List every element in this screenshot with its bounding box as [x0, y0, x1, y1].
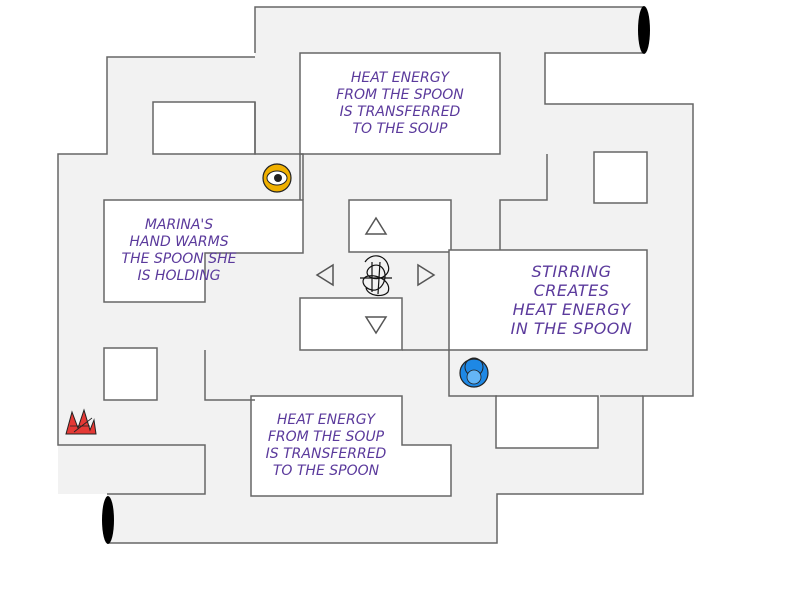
- right-arrow-icon[interactable]: [417, 263, 436, 287]
- tunnel-bottom-left: [102, 496, 114, 544]
- up-arrow-icon[interactable]: [364, 216, 388, 235]
- answer-right[interactable]: STIRRING CREATES HEAT ENERGY IN THE SPOO…: [510, 261, 633, 339]
- tunnel-top-right: [638, 6, 650, 54]
- maze-walls: [57, 6, 694, 544]
- eye-ghost-icon: [262, 163, 292, 193]
- answer-bottom[interactable]: HEAT ENERGY FROM THE SOUP IS TRANSFERRED…: [265, 412, 387, 479]
- red-spiky-ghost-icon: [65, 408, 97, 435]
- left-arrow-icon[interactable]: [315, 263, 334, 287]
- answer-left[interactable]: MARINA'S HAND WARMS THE SPOON SHE IS HOL…: [121, 217, 237, 284]
- blue-ghost-icon: [459, 357, 489, 388]
- scribble-player-icon: [360, 255, 392, 297]
- answer-top[interactable]: HEAT ENERGY FROM THE SPOON IS TRANSFERRE…: [336, 70, 464, 137]
- down-arrow-icon[interactable]: [364, 316, 388, 335]
